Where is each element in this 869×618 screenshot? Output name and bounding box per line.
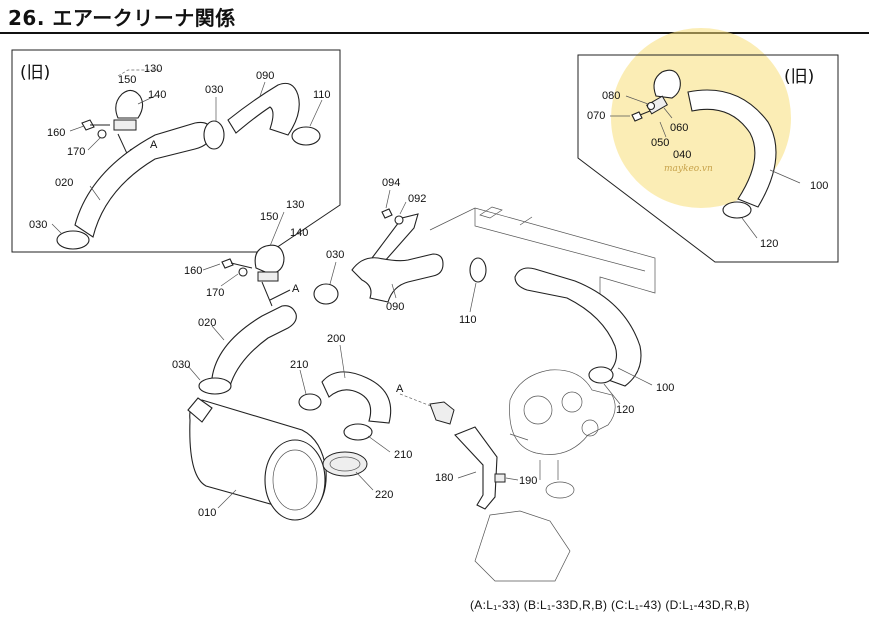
engine-lower	[474, 510, 571, 582]
bolt	[631, 111, 643, 122]
washer	[97, 129, 107, 139]
inset-right-frame	[577, 54, 839, 263]
label-120: 120	[616, 404, 634, 416]
indicator-bracket	[429, 401, 455, 425]
label-180: 180	[435, 472, 453, 484]
watermark-text: maykeo.vn	[664, 164, 713, 174]
label-170: 170	[67, 146, 85, 158]
label-210: 210	[394, 449, 412, 461]
hose-clamp	[469, 257, 487, 283]
label-080: 080	[602, 90, 620, 102]
label-094: 094	[382, 177, 400, 189]
label-a: A	[396, 383, 404, 395]
label-070: 070	[587, 110, 605, 122]
label-090: 090	[386, 301, 404, 313]
engine-block	[509, 369, 616, 480]
inset-left-tag: (旧)	[20, 63, 50, 83]
leader	[117, 69, 160, 77]
label-170: 170	[206, 287, 224, 299]
label-110: 110	[313, 89, 331, 101]
bolt	[381, 208, 393, 219]
label-150: 150	[118, 74, 136, 86]
inset-right-tag: (旧)	[784, 67, 814, 87]
label-190: 190	[519, 475, 537, 487]
label-130: 130	[144, 63, 162, 75]
label-200: 200	[327, 333, 345, 345]
frame-detail	[479, 206, 533, 226]
precleaner-screen	[322, 451, 368, 477]
label-150: 150	[260, 211, 278, 223]
label-140: 140	[290, 227, 308, 239]
washer	[646, 101, 656, 111]
hose-clamp	[203, 120, 225, 150]
bolt	[494, 473, 506, 483]
label-030: 030	[172, 359, 190, 371]
inset-left-frame	[11, 49, 341, 253]
label-060: 060	[670, 122, 688, 134]
hose-020	[74, 121, 212, 238]
label-210: 210	[290, 359, 308, 371]
title-rule	[0, 32, 869, 34]
label-050: 050	[651, 137, 669, 149]
bracket-foot	[257, 271, 279, 282]
hose-020	[211, 305, 297, 387]
clamp-bracket	[653, 69, 681, 99]
stay-bracket	[454, 426, 498, 510]
intake-pipe	[321, 371, 392, 424]
label-100: 100	[656, 382, 674, 394]
hose-clamp	[291, 126, 321, 146]
hose-100	[514, 267, 642, 387]
arrow-line	[261, 281, 273, 307]
label-092: 092	[408, 193, 426, 205]
hose-clamp	[343, 423, 373, 441]
main-assembly: 094 092 130 150 140 160 170 A 030 090 11…	[172, 177, 674, 582]
label-020: 020	[55, 177, 73, 189]
bolt	[221, 258, 234, 269]
hose-clamp	[313, 283, 339, 305]
label-130: 130	[286, 199, 304, 211]
air-cleaner-cap	[264, 439, 326, 521]
model-legend: (A:L₁-33) (B:L₁-33D,R,B) (C:L₁-43) (D:L₁…	[470, 598, 750, 612]
hose-100	[687, 89, 777, 208]
bolt	[81, 119, 95, 131]
label-030: 030	[29, 219, 47, 231]
label-010: 010	[198, 507, 216, 519]
label-100: 100	[810, 180, 828, 192]
label-160: 160	[184, 265, 202, 277]
label-160: 160	[47, 127, 65, 139]
label-120: 120	[760, 238, 778, 250]
label-090: 090	[256, 70, 274, 82]
inset-left: (旧) 130 150 140 160 170	[11, 49, 341, 253]
arrow-a	[269, 289, 291, 301]
inset-right: (旧) 080 070 060 050 040 100 120	[577, 54, 839, 263]
hose-clamp	[198, 377, 232, 395]
label-030: 030	[326, 249, 344, 261]
label-220: 220	[375, 489, 393, 501]
air-cleaner-inlet	[187, 397, 213, 423]
clamp-bracket	[254, 244, 285, 275]
clamp-bracket	[115, 89, 144, 119]
label-110: 110	[459, 314, 477, 326]
label-a: A	[150, 139, 158, 151]
hose-clamp	[722, 201, 752, 219]
label-140: 140	[148, 89, 166, 101]
label-020: 020	[198, 317, 216, 329]
label-040: 040	[673, 149, 691, 161]
arrow-a	[399, 393, 437, 409]
bracket-foot	[113, 119, 137, 131]
elbow-hose	[227, 82, 300, 136]
hose-clamp	[56, 230, 90, 250]
hose-clamp	[588, 366, 614, 384]
washer	[238, 267, 248, 277]
page-title: 26. エアークリーナ関係	[8, 6, 236, 30]
label-030: 030	[205, 84, 223, 96]
label-a: A	[292, 283, 300, 295]
washer	[394, 215, 404, 225]
elbow-hose	[351, 253, 444, 303]
hose-clamp	[298, 393, 322, 411]
